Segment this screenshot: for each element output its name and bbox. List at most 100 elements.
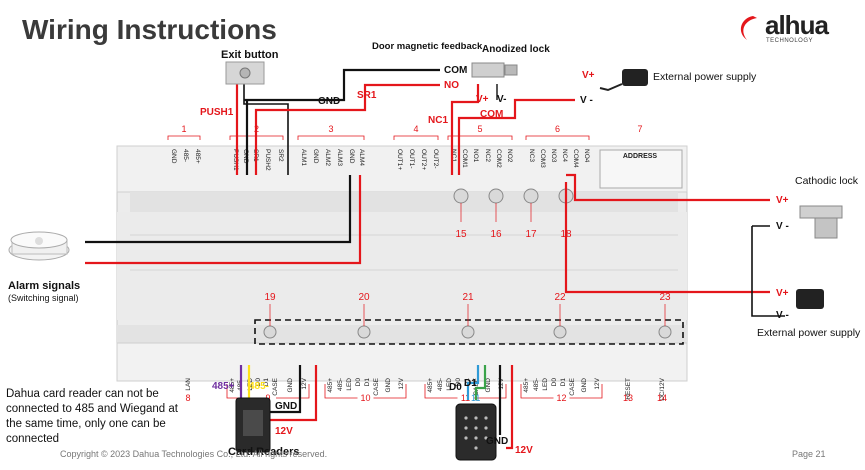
terminal-pin-label: GND <box>170 149 177 164</box>
exit-button-device <box>225 61 265 85</box>
terminal-pin-label: GND <box>485 378 492 393</box>
terminal-pin-label: GND <box>581 378 588 393</box>
address-panel <box>599 149 683 189</box>
card-reader-left-device <box>235 397 271 453</box>
terminal-pin-label: 485+ <box>229 378 236 393</box>
terminal-pin-label: NO4 <box>583 149 590 163</box>
terminal-pin-label: D0 <box>455 378 462 387</box>
copyright-footer: Copyright © 2023 Dahua Technologies Co.,… <box>60 449 328 459</box>
terminal-pin-label: GND <box>242 149 249 164</box>
terminal-pin-label: COM1 <box>461 149 468 168</box>
cathodic-lock-label: Cathodic lock <box>795 175 859 187</box>
terminal-pin-label: DC/12V <box>659 377 666 400</box>
terminal-pin-label: D1 <box>364 378 371 387</box>
wire-label-vminus-lock: V- <box>497 94 506 105</box>
bottom-terminal-strip: LAN8485+485-LEDD0D1CASEGND12V9485+485-LE… <box>185 377 667 403</box>
terminal-pin-label: NO3 <box>550 149 557 163</box>
wire-label-nc1: NC1 <box>428 115 448 126</box>
indicator-number: 21 <box>462 292 474 303</box>
terminal-group-number: 13 <box>623 393 633 403</box>
terminal-pin-label: D0 <box>355 378 362 387</box>
terminal-pin-label: 485+ <box>523 378 530 393</box>
indicator-number: 17 <box>525 229 537 240</box>
terminal-pin-label: LAN <box>185 378 192 391</box>
power-supply-top-device <box>599 69 648 92</box>
anodized-lock-device <box>471 62 518 78</box>
terminal-pin-label: 485+ <box>327 378 334 393</box>
terminal-pin-label: ALM4 <box>358 149 365 166</box>
wire-label-d1: D1 <box>464 378 477 389</box>
page-number: Page 21 <box>792 449 826 459</box>
indicator-number: 23 <box>659 292 671 303</box>
terminal-group-number: 6 <box>555 124 560 134</box>
terminal-pin-label: CASE <box>373 377 380 395</box>
wire-label-sr1: SR1 <box>357 90 377 101</box>
terminal-pin-label: 485- <box>533 378 540 391</box>
terminal-pin-label: OUT1+ <box>396 149 403 170</box>
terminal-group-number: 12 <box>556 393 566 403</box>
terminal-group-number: 5 <box>477 124 482 134</box>
terminal-pin-label: 485- <box>437 378 444 391</box>
power-supply-right-device <box>796 289 824 309</box>
terminal-pin-label: LED <box>542 378 549 391</box>
terminal-pin-label: 12V <box>301 377 308 389</box>
page-title: Wiring Instructions <box>22 14 277 45</box>
wire-label-gnd: GND <box>318 96 340 107</box>
terminal-pin-label: LED <box>247 378 254 391</box>
terminal-pin-label: OUT2- <box>432 149 439 169</box>
terminal-highlight-box <box>254 319 684 345</box>
wire-label-r11-12v: 12V <box>515 445 533 456</box>
terminal-pin-label: 12V <box>498 377 505 389</box>
terminal-pin-label: D0 <box>551 378 558 387</box>
terminal-pin-label: PUSH1 <box>232 149 239 171</box>
terminal-pin-label: GND <box>312 149 319 164</box>
door-sensor-label: Door magnetic feedback <box>372 41 483 52</box>
address-label: ADDRESS <box>623 153 658 160</box>
terminal-pin-label: NC4 <box>561 149 568 162</box>
terminal-pin-label: COM3 <box>539 149 546 168</box>
wires <box>85 68 785 450</box>
exit-button-label: Exit button <box>221 49 279 61</box>
terminal-group-number: 3 <box>328 124 333 134</box>
terminal-pin-label: 12V <box>594 377 601 389</box>
terminal-pin-label: NC2 <box>484 149 491 162</box>
cathodic-lock-device <box>799 205 843 239</box>
terminal-group-number: 7 <box>637 124 642 134</box>
terminal-pin-label: 12V <box>398 377 405 389</box>
wire-label-11: 11 <box>471 393 480 403</box>
wire-label-vplus-ps2: V+ <box>776 288 789 299</box>
terminal-pin-label: COM4 <box>572 149 579 168</box>
terminal-pin-label: SR2 <box>277 149 284 162</box>
terminal-pin-label: COM2 <box>495 149 502 168</box>
terminal-pin-label: CASE <box>272 377 279 395</box>
lower-indicators: 19 20 21 22 23 <box>263 292 672 339</box>
terminal-pin-label: NO1 <box>472 149 479 163</box>
wire-label-com-mid: COM <box>480 109 503 120</box>
terminal-pin-label: CASE <box>473 377 480 395</box>
terminal-pin-label: LED <box>346 378 353 391</box>
terminal-pin-label: ALM1 <box>300 149 307 166</box>
card-readers-label: Card Readers <box>228 446 300 458</box>
terminal-group-number: 14 <box>657 393 667 403</box>
anodized-lock-label: Anodized lock <box>482 44 550 55</box>
terminal-pin-label: CASE <box>569 377 576 395</box>
wire-label-com-top: COM <box>444 65 467 76</box>
wire-label-vminus-ps: V - <box>580 95 593 106</box>
indicator-number: 19 <box>264 292 276 303</box>
terminal-group-number: 4 <box>413 124 418 134</box>
reader-note: Dahua card reader can not be connected t… <box>6 388 178 445</box>
wire-label-no-top: NO <box>444 80 459 91</box>
terminal-pin-label: ALM2 <box>324 149 331 166</box>
terminal-pin-label: D0 <box>255 378 262 387</box>
terminal-pin-label: 485- <box>182 149 189 162</box>
alarm-sub-label: (Switching signal) <box>8 293 79 303</box>
wire-label-r11-gnd: GND <box>486 436 508 447</box>
terminal-pin-label: D1 <box>263 378 270 387</box>
card-reader-right-device <box>455 403 497 461</box>
terminal-pin-label: NC1 <box>450 149 457 162</box>
smoke-detector-device <box>8 231 70 261</box>
indicator-number: 22 <box>554 292 566 303</box>
wire-label-vplus-lock: V+ <box>476 94 489 105</box>
wire-label-485minus: 485- <box>249 381 269 392</box>
